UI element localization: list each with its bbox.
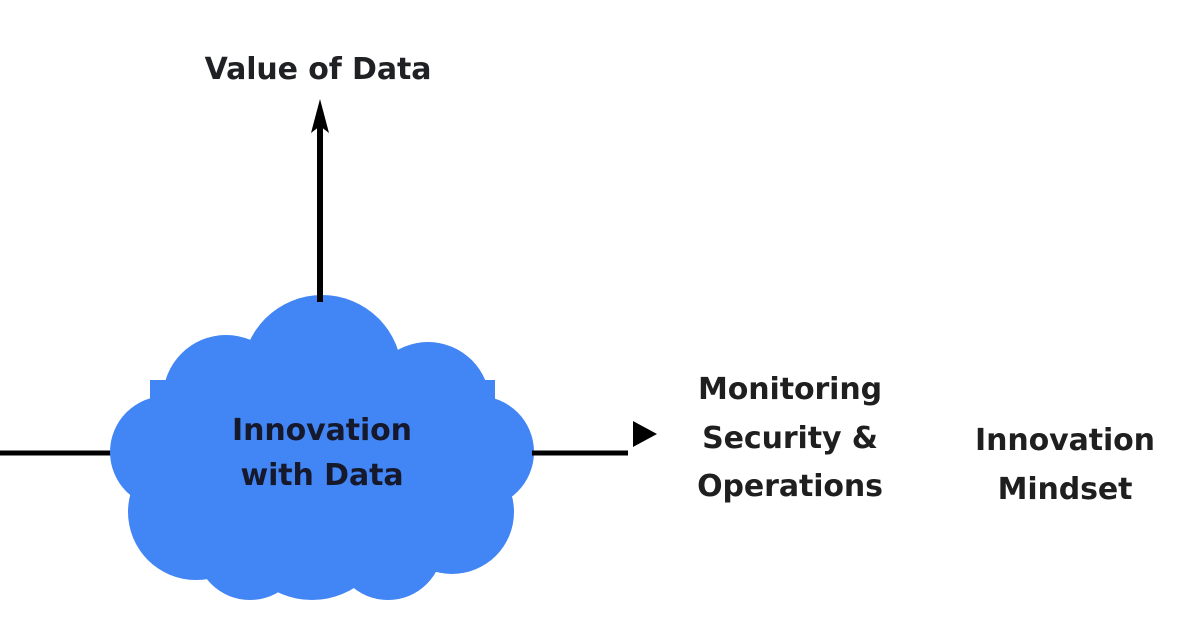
vertical-arrow-up [311,99,329,302]
arrowhead-right-icon [633,421,657,447]
cloud-shape[interactable] [110,295,534,600]
value-of-data-label: Value of Data [204,52,432,87]
cloud-label: Innovation with Data [232,413,412,493]
innovation-mindset-label: Innovation Mindset [975,423,1155,507]
monitoring-security-operations-label: Monitoring Security & Operations [697,372,883,505]
